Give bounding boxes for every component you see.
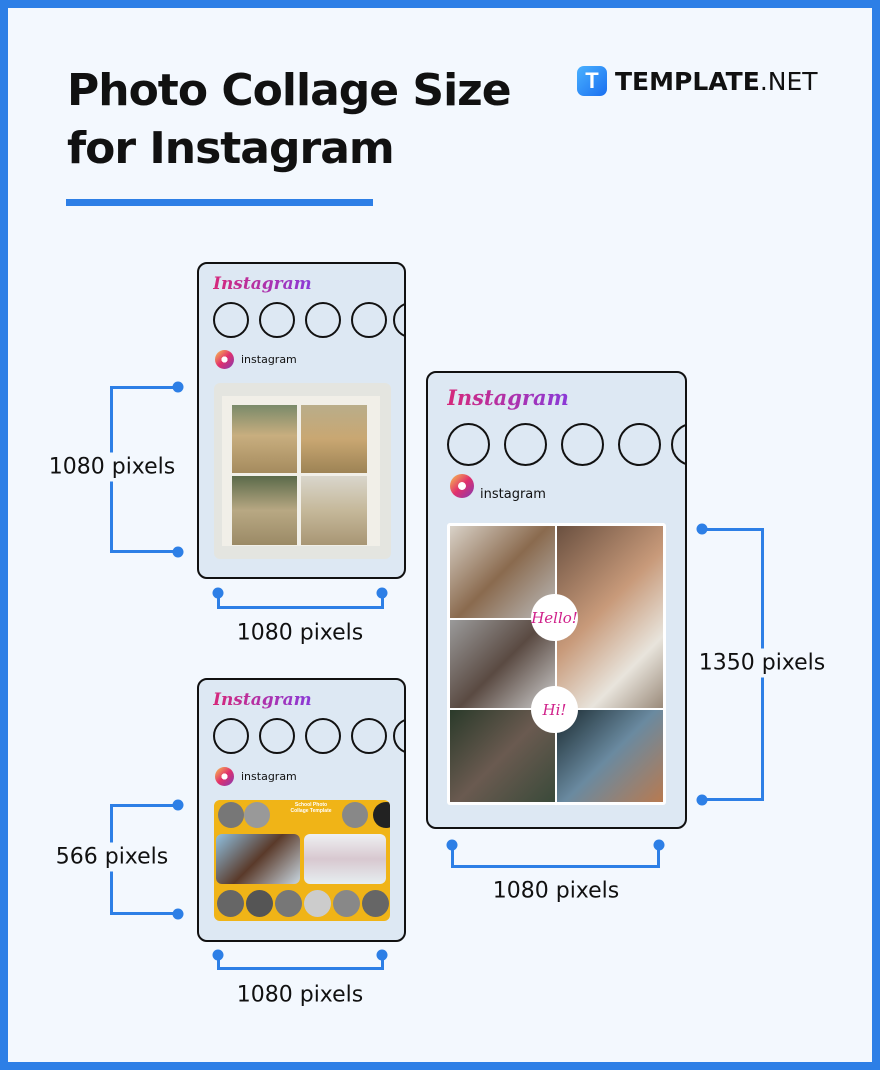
story-circle	[561, 423, 604, 466]
story-circle	[671, 423, 685, 466]
phone-mockup-square: Instagram instagram	[197, 262, 406, 579]
height-label: 1080 pixels	[48, 452, 176, 482]
story-circle	[351, 302, 387, 338]
instagram-logo: Instagram	[447, 385, 569, 410]
width-label: 1080 pixels	[492, 876, 620, 906]
story-circle	[618, 423, 661, 466]
width-label: 1080 pixels	[236, 980, 364, 1010]
story-circle	[351, 718, 387, 754]
brand-logo: T TEMPLATE.NET	[577, 66, 818, 96]
phone-mockup-portrait: Instagram instagram Hello! Hi!	[426, 371, 687, 829]
height-label: 566 pixels	[55, 842, 169, 872]
dimension-line	[451, 865, 660, 868]
instagram-icon	[215, 350, 234, 369]
title-underline	[66, 199, 373, 206]
hello-sticker: Hello!	[531, 594, 578, 641]
phone-mockup-landscape: Instagram instagram School Photo Collage…	[197, 678, 406, 942]
height-label: 1350 pixels	[698, 648, 826, 678]
hi-sticker: Hi!	[531, 686, 578, 733]
story-circle	[259, 302, 295, 338]
instagram-logo: Instagram	[213, 274, 312, 294]
story-circle	[259, 718, 295, 754]
story-circle	[305, 718, 341, 754]
square-collage-image	[214, 383, 391, 559]
landscape-collage-image: School Photo Collage Template	[214, 800, 390, 921]
template-logo-icon: T	[577, 66, 607, 96]
width-label: 1080 pixels	[236, 618, 364, 648]
portrait-collage-image: Hello! Hi!	[447, 523, 666, 805]
story-circle	[213, 718, 249, 754]
instagram-icon	[450, 474, 474, 498]
dimension-line	[217, 606, 383, 609]
story-circle	[213, 302, 249, 338]
story-circle	[504, 423, 547, 466]
instagram-logo: Instagram	[213, 690, 312, 710]
instagram-icon	[215, 767, 234, 786]
story-circle	[305, 302, 341, 338]
story-circle	[447, 423, 490, 466]
story-circle	[393, 302, 404, 338]
story-circle	[393, 718, 404, 754]
dimension-line	[217, 967, 383, 970]
